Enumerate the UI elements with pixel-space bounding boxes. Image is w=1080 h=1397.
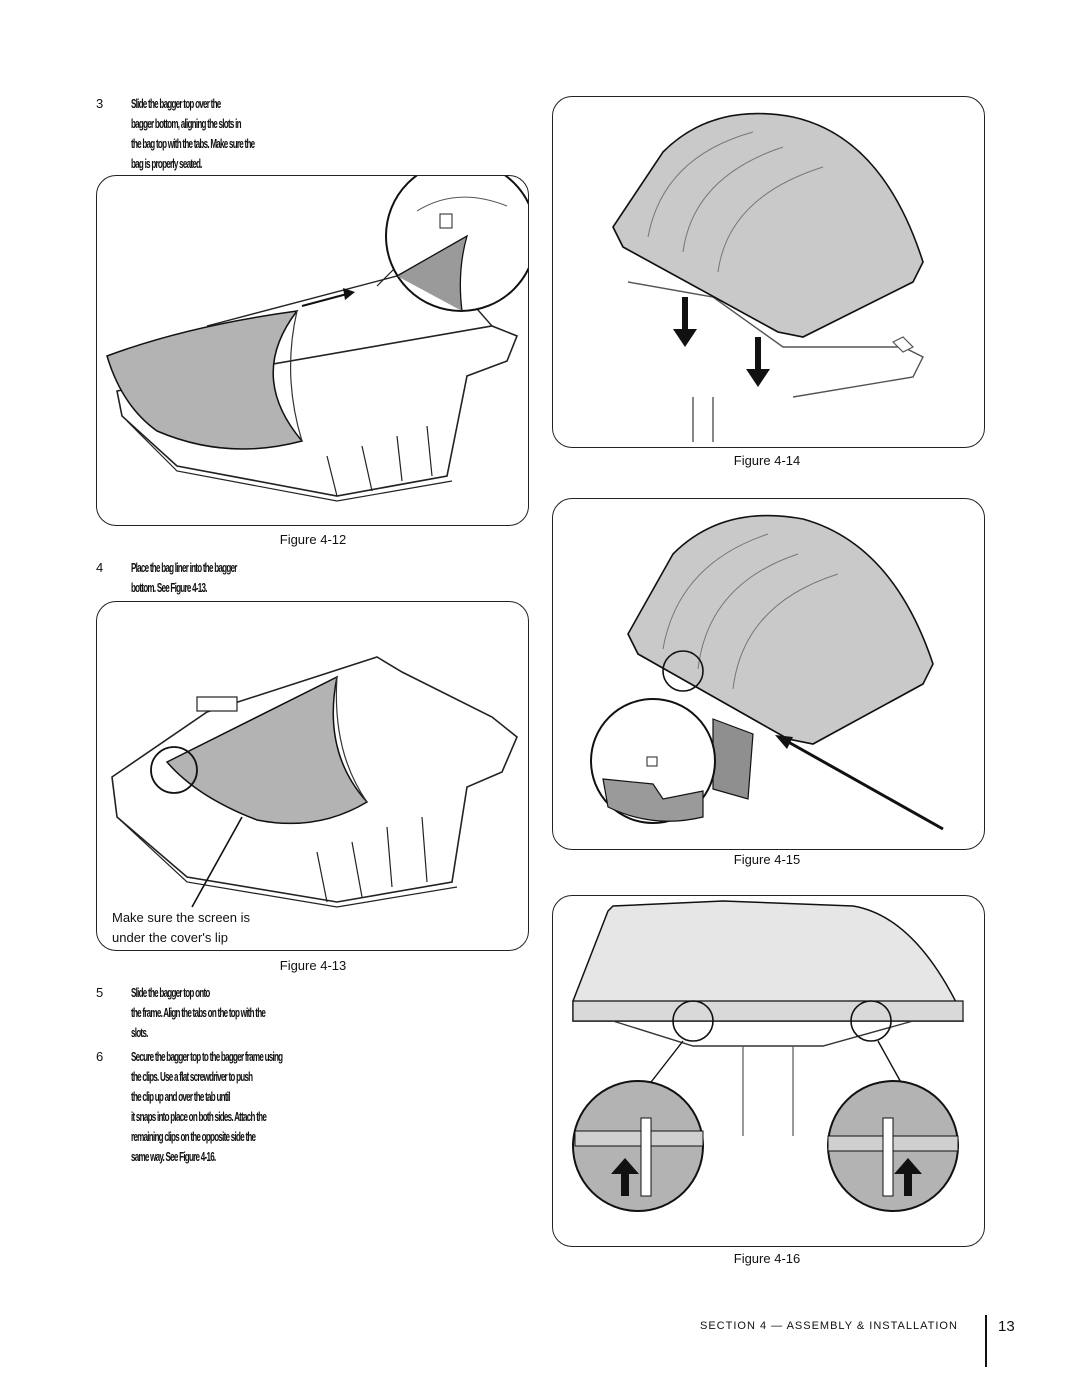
- step-number: 6: [96, 1049, 104, 1064]
- footer-divider: [985, 1315, 987, 1367]
- figure-4-13-callout: Make sure the screen is under the cover'…: [112, 910, 251, 945]
- step-number: 5: [96, 985, 104, 1000]
- figure-4-15-caption: Figure 4-15: [733, 852, 801, 867]
- footer-section-title: SECTION 4 — ASSEMBLY & INSTALLATION: [700, 1320, 958, 1332]
- page-number: 13: [998, 1318, 1015, 1335]
- step-text: Slide the bagger top onto the frame. Ali…: [131, 985, 266, 1040]
- figure-4-12-caption: Figure 4-12: [279, 532, 347, 547]
- figure-4-16-caption: Figure 4-16: [733, 1251, 801, 1266]
- figure-4-12-illustration: [96, 175, 529, 526]
- step-number: 4: [96, 560, 104, 575]
- figure-4-14-illustration: [552, 96, 985, 448]
- figure-4-13-caption: Figure 4-13: [279, 958, 347, 973]
- step-number: 3: [96, 96, 104, 111]
- figure-4-13-illustration: [96, 601, 529, 951]
- step-text: Slide the bagger top over the bagger bot…: [131, 96, 255, 171]
- figure-4-15-illustration: [552, 498, 985, 850]
- step-text: Place the bag liner into the bagger bott…: [131, 560, 237, 595]
- step-text: Secure the bagger top to the bagger fram…: [131, 1049, 283, 1164]
- figure-4-14-caption: Figure 4-14: [733, 453, 801, 468]
- figure-4-16-illustration: [552, 895, 985, 1247]
